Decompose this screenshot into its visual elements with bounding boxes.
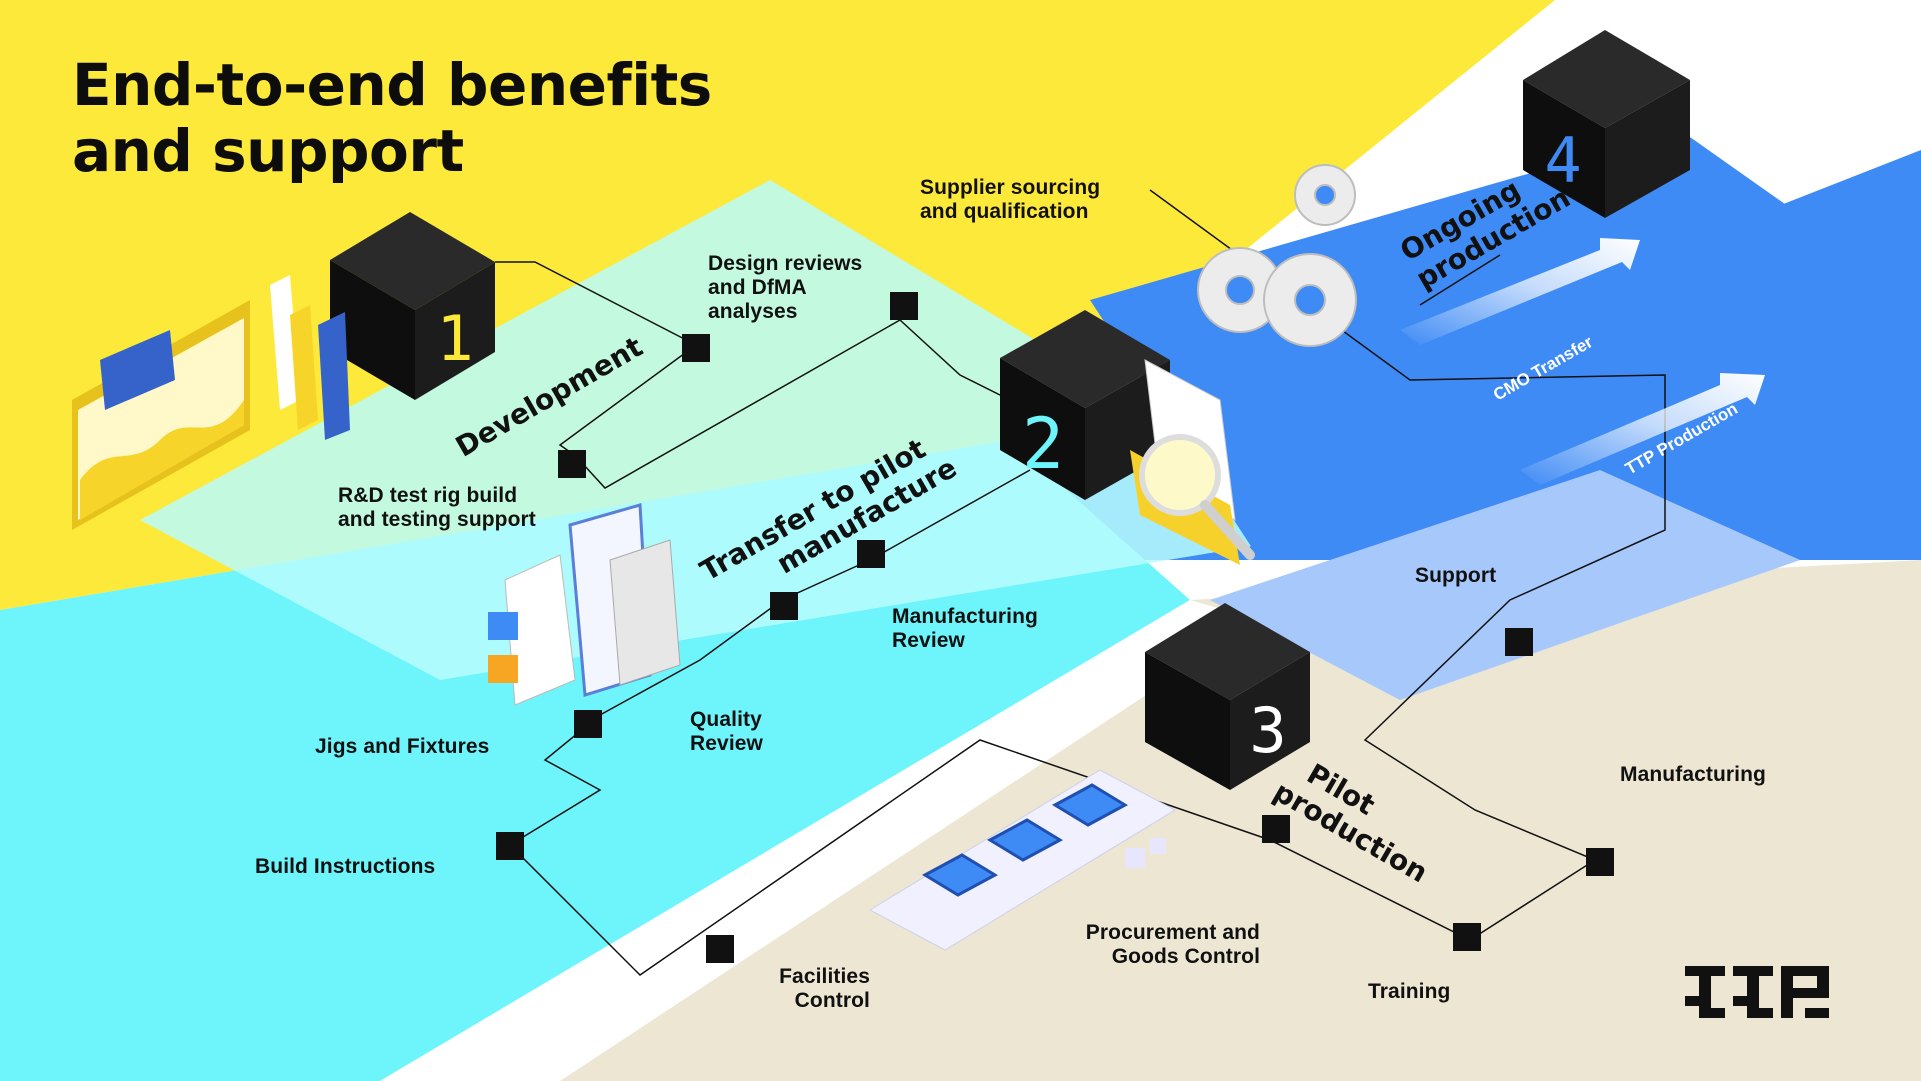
node-support <box>1505 628 1533 656</box>
gears-icon <box>1197 164 1357 347</box>
conveyor-chips-icon <box>868 769 1177 951</box>
label-manufacturing: Manufacturing <box>1620 763 1766 786</box>
stage-3-number: 3 <box>1249 694 1286 767</box>
node-rd <box>558 450 586 478</box>
title-line-2: and support <box>72 117 464 185</box>
white-band-lower <box>380 600 1260 1081</box>
node-procurement <box>1262 815 1290 843</box>
label-jigs-fixtures: Jigs and Fixtures <box>315 735 490 758</box>
cyan-light-panel <box>140 180 1350 680</box>
node-supplier <box>890 292 918 320</box>
blue-panel-upper <box>1090 130 1921 560</box>
title-line-1: End-to-end benefits <box>72 51 712 119</box>
stage-1-number: 1 <box>436 302 473 375</box>
node-quality <box>770 592 798 620</box>
node-training <box>1453 923 1481 951</box>
blue-light-panel <box>1210 470 1800 700</box>
beige-region <box>520 560 1921 1081</box>
stage-4-number: 4 <box>1544 124 1581 197</box>
node-facilities <box>706 935 734 963</box>
dashboard-chart-icon <box>72 275 350 530</box>
checklist-icon <box>488 503 681 706</box>
step-nodes <box>496 292 1614 963</box>
cube-4: 4 <box>1523 30 1690 218</box>
node-jigs <box>574 710 602 738</box>
label-support: Support <box>1415 564 1497 587</box>
cube-1: 1 <box>330 212 495 400</box>
node-manufacturing <box>1586 848 1614 876</box>
ttp-logo-icon <box>1685 966 1829 1018</box>
stage-2-number: 2 <box>1022 403 1064 485</box>
label-training: Training <box>1368 980 1451 1003</box>
document-search-icon <box>1130 359 1255 565</box>
node-build <box>496 832 524 860</box>
transfer-arrows <box>1400 238 1765 485</box>
cube-3: 3 <box>1145 603 1310 790</box>
page-title: End-to-end benefits and support <box>72 52 712 184</box>
cmo-arrow <box>1400 238 1640 345</box>
node-mfg-review <box>857 540 885 568</box>
ttp-arrow <box>1520 373 1765 485</box>
node-design <box>682 334 710 362</box>
label-build-instructions: Build Instructions <box>255 855 436 878</box>
